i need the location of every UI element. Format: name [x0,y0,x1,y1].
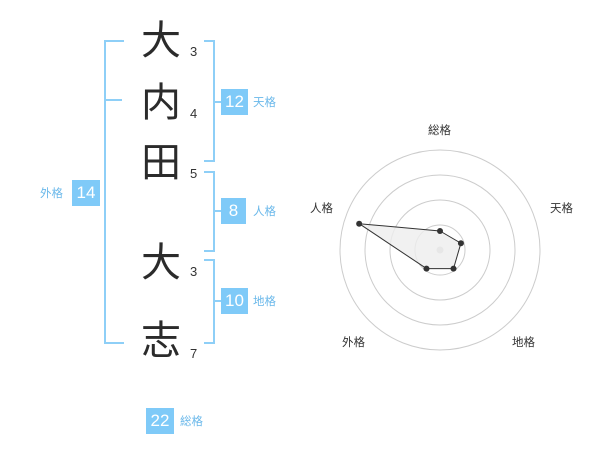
chikaku-label: 地格 [253,294,276,308]
stroke-count-1: 3 [190,44,198,59]
jinkaku-label: 人格 [253,204,276,218]
stroke-count-3: 5 [190,166,198,181]
radar-axis-label-jinkaku: 人格 [310,201,333,215]
name-char-2: 内 [141,80,181,126]
radar-point-2 [457,240,464,247]
gaikaku-bracket [104,40,124,344]
name-char-5: 志 [141,318,181,364]
radar-shape [356,220,464,272]
radar-chart [339,149,541,351]
tenkaku-connector [215,101,221,103]
jinkaku-value: 8 [221,198,246,224]
name-char-4: 大 [141,240,181,286]
chikaku-bracket [204,259,215,344]
stroke-count-2: 4 [190,106,198,121]
stroke-count-5: 7 [190,346,198,361]
tenkaku-label: 天格 [253,95,276,109]
radar-point-4 [423,265,430,272]
radar-axis-label-soukaku: 総格 [428,123,451,137]
radar-polygon [358,223,462,270]
gaikaku-label: 外格 [40,186,63,200]
radar-ring [364,174,516,326]
gaikaku-value: 14 [72,180,100,206]
soukaku-value: 22 [146,408,174,434]
name-char-3: 田 [141,140,181,186]
chikaku-connector [215,300,221,302]
soukaku-label: 総格 [180,414,203,428]
radar-point-1 [437,228,443,234]
radar-point-5 [356,220,363,227]
radar-point-3 [450,265,457,272]
radar-axis-label-tenkaku: 天格 [550,201,573,215]
stroke-count-4: 3 [190,264,198,279]
radar-axis-label-gaikaku: 外格 [342,335,365,349]
tenkaku-value: 12 [221,89,248,115]
tenkaku-bracket [204,40,215,162]
radar-ring [389,199,491,301]
radar-ring [339,149,541,351]
name-char-1: 大 [141,18,181,64]
jinkaku-bracket [204,171,215,252]
gaikaku-bracket-tick [104,99,122,101]
chikaku-value: 10 [221,288,248,314]
jinkaku-connector [215,210,221,212]
radar-axis-label-chikaku: 地格 [512,335,535,349]
